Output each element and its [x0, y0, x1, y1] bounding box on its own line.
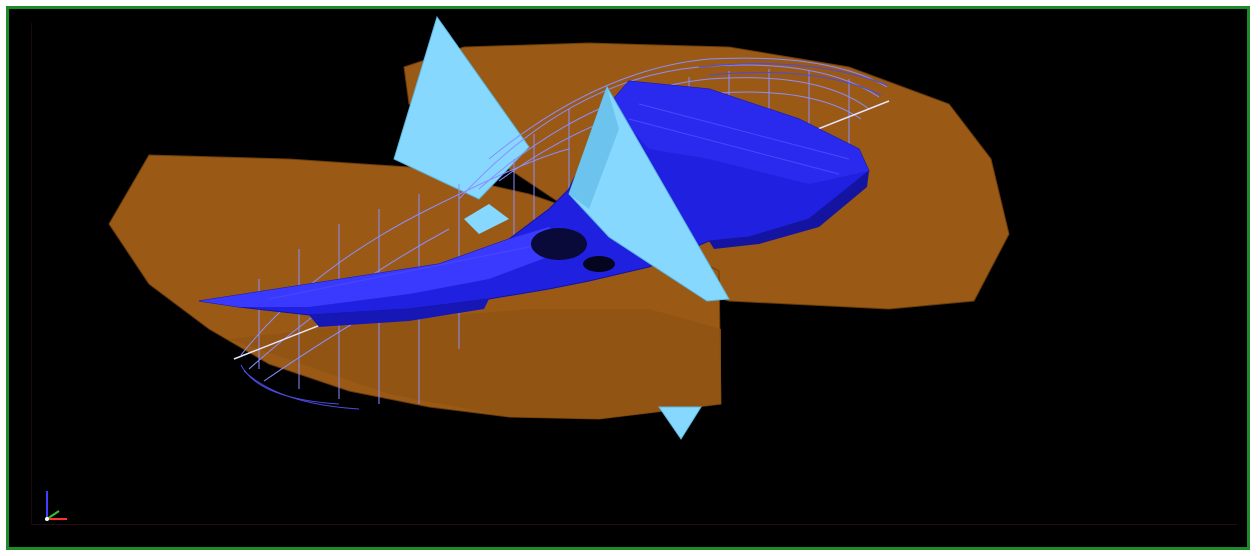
scene-canvas[interactable] — [9, 9, 1247, 547]
viewport-bottom-edge — [31, 524, 1237, 525]
hub — [531, 228, 587, 260]
fin-bottom-tip[interactable] — [658, 406, 702, 440]
fin-left-stub — [464, 204, 509, 234]
axis-triad-icon — [45, 491, 67, 521]
viewport-left-edge — [31, 23, 32, 525]
3d-viewport[interactable] — [6, 6, 1250, 550]
